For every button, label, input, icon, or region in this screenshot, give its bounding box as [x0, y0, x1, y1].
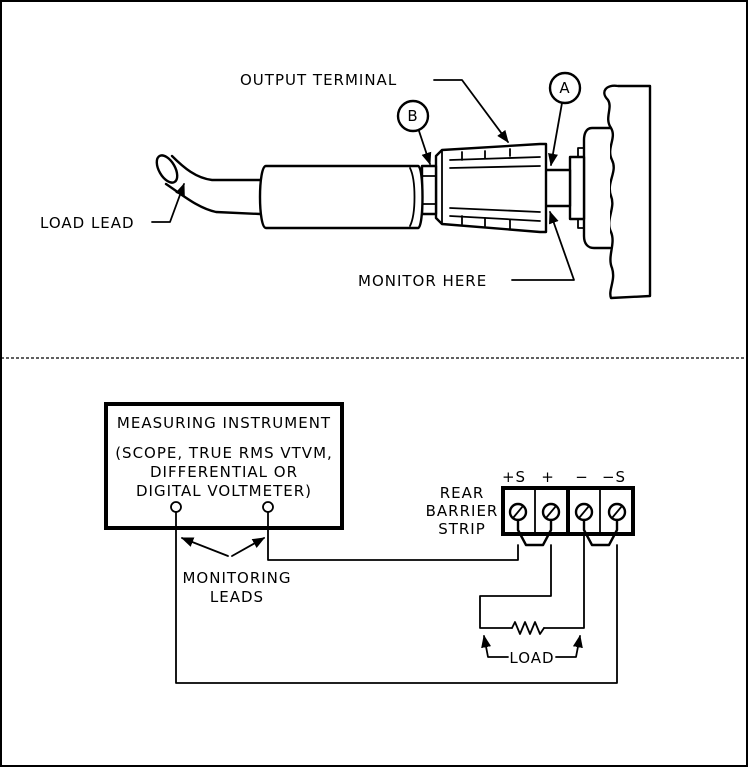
instrument-line1: (SCOPE, TRUE RMS VTVM, [115, 444, 333, 462]
callout-b-circle [396, 99, 430, 133]
terminal-nut [420, 164, 438, 216]
terminal-stud [568, 155, 586, 221]
barrier-label-line2: BARRIER [426, 502, 499, 520]
instrument-terminal-left [170, 501, 182, 513]
output-terminal-illustration: B A OUTPUT TERMINAL LOAD LEAD MONITOR HE… [40, 71, 652, 300]
monitoring-leads-line2: LEADS [210, 588, 264, 606]
load-resistor [511, 621, 545, 635]
callout-a-circle [548, 71, 582, 105]
wiring-schematic: MEASURING INSTRUMENT (SCOPE, TRUE RMS VT… [104, 402, 635, 684]
load-label: LOAD [509, 649, 554, 667]
instrument-line2: DIFFERENTIAL OR [150, 463, 298, 481]
terminal-label-plus: + [541, 468, 555, 486]
instrument-title: MEASURING INSTRUMENT [117, 414, 331, 432]
screw-plus [541, 502, 561, 522]
load-wire-positive [479, 544, 552, 629]
screw-plus-s [508, 502, 528, 522]
instrument-line3: DIGITAL VOLTMETER) [136, 482, 312, 500]
monitor-here-label: MONITOR HERE [358, 272, 487, 290]
monitoring-lead-right [267, 511, 519, 561]
load-lead-label: LOAD LEAD [40, 214, 135, 232]
barrier-label-line1: REAR [440, 484, 485, 502]
load-wire-negative [543, 533, 585, 629]
screw-minus [574, 502, 594, 522]
jumper-minus [582, 518, 619, 547]
barrier-label-line3: STRIP [438, 520, 486, 538]
lead-sleeve [258, 164, 424, 230]
terminal-label-minus: − [575, 468, 589, 486]
terminal-label-plus-s: +S [502, 468, 526, 486]
monitoring-leads-line1: MONITORING [182, 569, 291, 587]
monitoring-lead-left [175, 511, 618, 684]
measuring-instrument-box [104, 402, 344, 530]
cable-end [155, 154, 179, 184]
load-cable [170, 154, 262, 182]
callout-a-label: A [559, 79, 570, 97]
screw-minus-s [607, 502, 627, 522]
callout-b-label: B [407, 107, 418, 125]
instrument-terminal-right [262, 501, 274, 513]
output-terminal-label: OUTPUT TERMINAL [240, 71, 397, 89]
terminal-label-minus-s: −S [602, 468, 626, 486]
terminal-base [582, 126, 612, 250]
jumper-plus [516, 518, 553, 547]
chassis-panel [603, 84, 652, 300]
